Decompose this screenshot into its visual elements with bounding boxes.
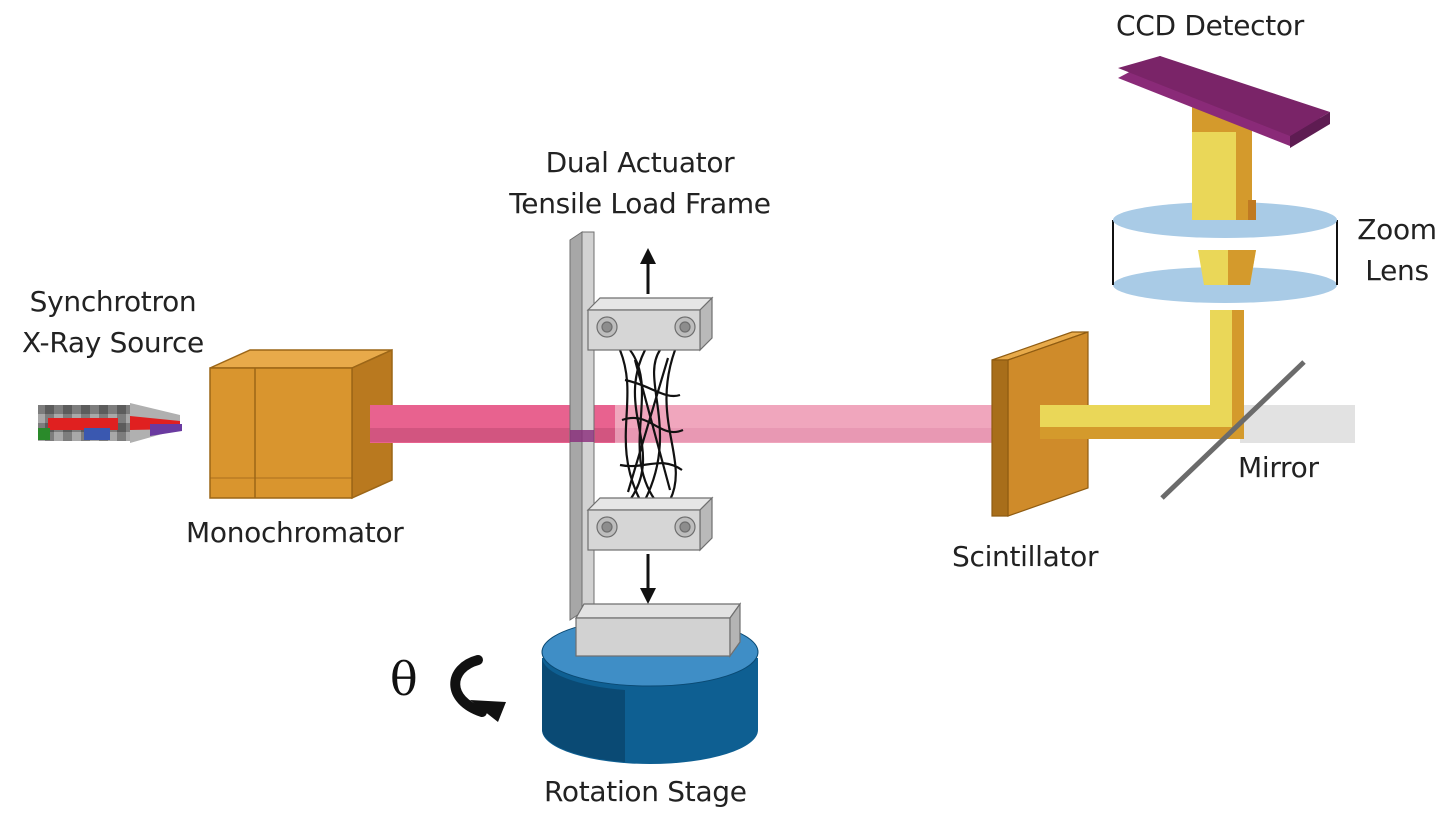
transmitted-beam (1240, 405, 1355, 443)
mirror (1160, 360, 1306, 500)
load-frame-post (569, 231, 595, 621)
up-arrow-icon (640, 248, 656, 294)
theta-label: θ (390, 652, 418, 706)
monochromator-label: Monochromator (186, 516, 404, 549)
down-arrow-icon (640, 554, 656, 604)
load-frame-label: Dual Actuator Tensile Load Frame (490, 143, 790, 224)
ccd-detector-label: CCD Detector (1116, 9, 1304, 42)
zoom-lens-label-line2: Lens (1365, 253, 1429, 287)
monochromator (209, 348, 393, 500)
load-frame-label-line1: Dual Actuator (545, 146, 735, 179)
zoom-lens-label: Zoom Lens (1346, 210, 1448, 291)
load-frame-base (574, 602, 742, 658)
ccd-detector (1118, 56, 1330, 148)
source-label-line2: X-Ray Source (22, 325, 204, 359)
source-label: Synchrotron X-Ray Source (8, 282, 218, 363)
rotation-stage-label: Rotation Stage (544, 775, 747, 808)
scintillator-label: Scintillator (952, 540, 1099, 573)
mirror-label: Mirror (1238, 451, 1319, 484)
fiber-specimen (618, 349, 684, 501)
bottom-grip (586, 496, 714, 552)
source-label-line1: Synchrotron (29, 285, 197, 318)
visible-light-path (1040, 310, 1244, 439)
xray-source (38, 403, 182, 443)
zoom-lens-label-line1: Zoom (1357, 213, 1437, 246)
top-grip (586, 296, 714, 352)
load-frame-label-line2: Tensile Load Frame (509, 186, 771, 220)
rotation-arrow-icon (450, 655, 506, 722)
